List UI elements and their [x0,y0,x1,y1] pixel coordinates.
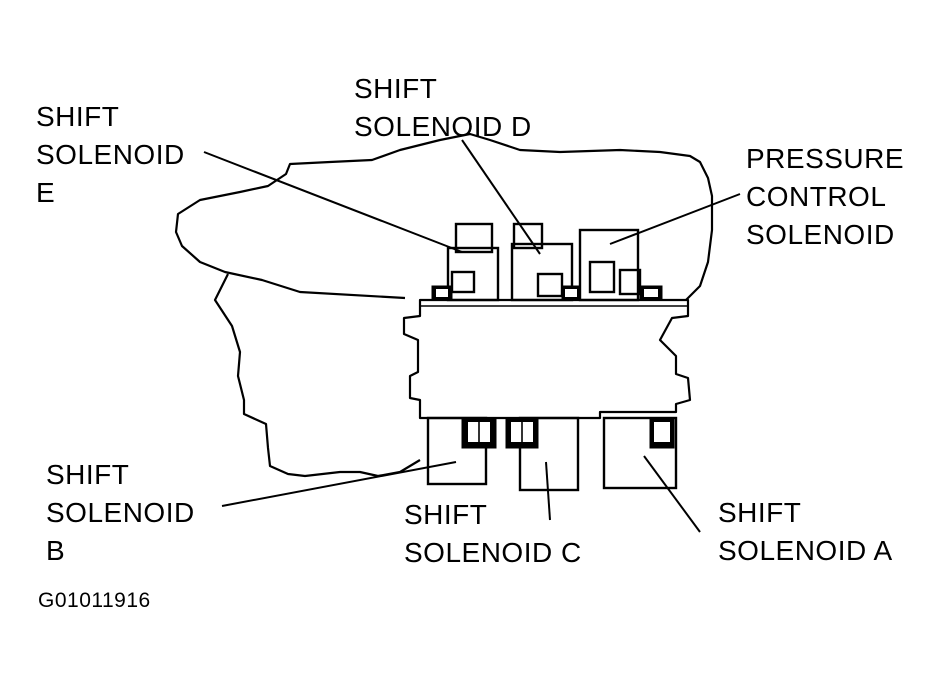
transmission-case-lower-outline [213,273,421,478]
shift-solenoid-d-base [510,242,574,302]
shift-solenoid-a-body [602,416,678,490]
leader-shift-solenoid-c [545,461,551,521]
leader-shift-solenoid-e [203,151,463,253]
leader-shift-solenoid-d [461,139,541,255]
pressure-control-solenoid-bolt-hole [644,289,658,297]
pressure-control-solenoid-body [578,228,640,302]
label-shift-solenoid-c: SHIFT SOLENOID C [404,499,582,568]
leader-shift-solenoid-a [643,455,701,533]
pressure-control-solenoid-plug [588,260,616,294]
shift-solenoid-e-plug [450,270,476,294]
shift-solenoid-e-body [454,222,494,254]
leader-pressure-control-solenoid [609,193,741,245]
leader-shift-solenoid-b [221,461,457,507]
valve-body [402,298,692,420]
shift-solenoid-b-body [426,416,488,486]
label-shift-solenoid-e: SHIFT SOLENOID E [36,101,185,208]
transmission-case-outline [174,132,714,301]
label-shift-solenoid-b: SHIFT SOLENOID B [46,459,195,566]
shift-solenoid-a-bolt-hole [654,422,670,442]
pressure-control-solenoid-connector [618,268,642,296]
shift-solenoid-e-base [446,246,500,302]
shift-solenoid-d-body [512,222,544,250]
shift-solenoid-d-bolt-hole [565,289,577,297]
label-shift-solenoid-a: SHIFT SOLENOID A [718,497,893,566]
figure-id: G01011916 [38,589,151,612]
label-pressure-control-solenoid: PRESSURE CONTROL SOLENOID [746,143,905,250]
label-shift-solenoid-d: SHIFT SOLENOID D [354,73,532,142]
shift-solenoid-c-body [518,416,580,492]
shift-solenoid-d-plug [536,272,564,298]
shift-solenoid-e-bolt-hole [436,289,448,297]
